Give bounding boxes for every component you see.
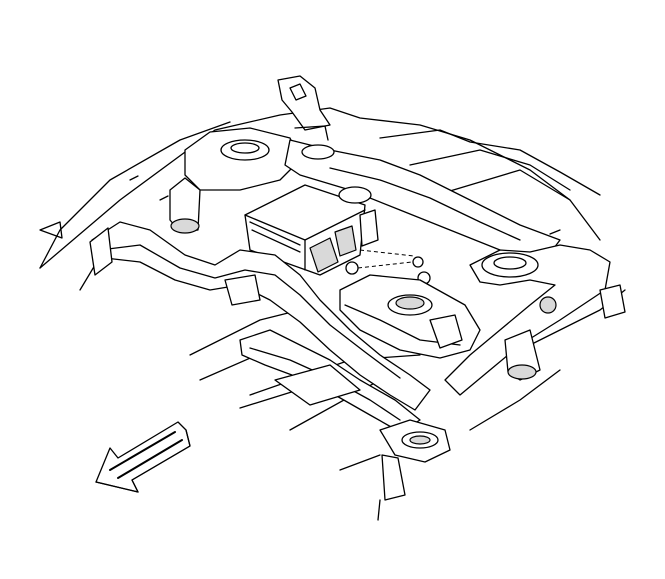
left-rear-tower: [169, 127, 301, 234]
front-direction-arrow: [95, 421, 191, 493]
evap-canister: [244, 184, 431, 285]
rear-crossmember: [284, 139, 561, 261]
left-frame-rail: [89, 221, 431, 411]
right-frame-rail: [444, 244, 626, 396]
rear-upper-bracket: [277, 75, 331, 141]
detail-marks: [39, 175, 561, 239]
fuel-tank: [339, 274, 481, 359]
front-mount-bracket: [377, 419, 451, 521]
